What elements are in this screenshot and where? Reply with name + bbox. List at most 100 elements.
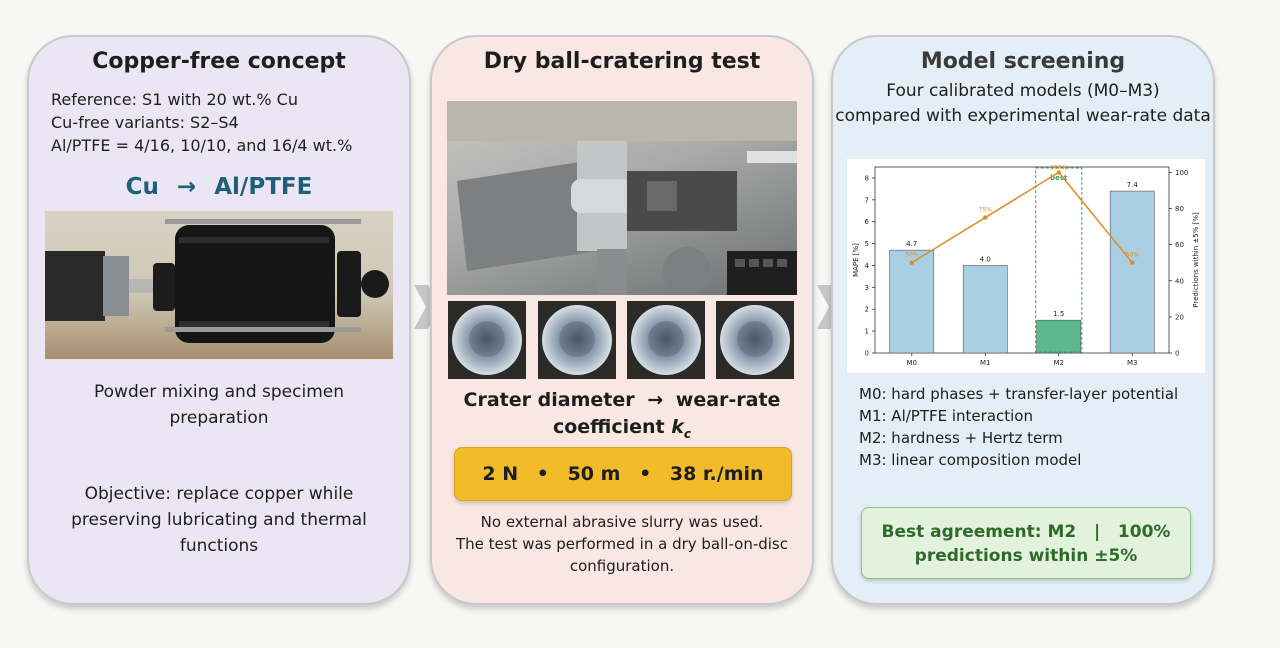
y-tick-label: 8 <box>865 174 869 182</box>
ball-cratering-panel: Dry ball-cratering test Crater diameter … <box>430 35 814 605</box>
best-line2: predictions within ±5% <box>914 546 1138 566</box>
bar-value-label: 1.5 <box>1053 310 1064 318</box>
crater-image-1 <box>448 301 526 379</box>
cu-label: Cu <box>125 174 159 200</box>
model-m3: M3: linear composition model <box>859 451 1082 469</box>
y-tick-label: 6 <box>865 218 870 226</box>
y-tick-label: 1 <box>865 328 869 336</box>
mixer-illustration <box>45 219 389 343</box>
distance-value: 50 m <box>567 463 621 485</box>
bar-m2 <box>1036 319 1082 354</box>
y2-tick-label: 20 <box>1175 313 1184 321</box>
best-line1: Best agreement: M2 | 100% <box>881 522 1171 542</box>
objective-text: Objective: replace copper while preservi… <box>29 481 409 559</box>
best-label: best <box>1050 174 1068 182</box>
predictions-label: 50% <box>905 252 919 259</box>
mixing-caption: Powder mixing and specimen preparation <box>29 379 409 431</box>
y-tick-label: 5 <box>865 240 869 248</box>
model-screening-panel: Model screening Four calibrated models (… <box>831 35 1215 605</box>
y-axis-label: MAPE [%] <box>852 243 860 277</box>
test-rig-photo <box>447 101 797 295</box>
y-tick-label: 3 <box>865 284 869 292</box>
x-tick-label: M1 <box>980 359 991 367</box>
result-heading: Crater diameter → wear-rate coefficient … <box>432 387 812 448</box>
alptfe-label: Al/PTFE <box>214 174 313 200</box>
predictions-label: 50% <box>1126 252 1140 259</box>
predictions-point <box>1056 170 1061 175</box>
bar-m0 <box>889 249 935 354</box>
y-tick-label: 0 <box>865 350 869 358</box>
y2-axis-label: Predictions within ±5% [%] <box>1192 212 1200 308</box>
note-line3: configuration. <box>569 557 675 575</box>
predictions-label: 100% <box>1050 164 1067 171</box>
plot-frame <box>874 166 1170 354</box>
crater-image-3 <box>627 301 705 379</box>
load-value: 2 N <box>482 463 519 485</box>
cu-replacement-heading: Cu → Al/PTFE <box>29 174 409 200</box>
predictions-point <box>1130 260 1135 265</box>
test-note: No external abrasive slurry was used. Th… <box>432 511 812 577</box>
predictions-label: 75% <box>979 207 993 214</box>
panel-title: Dry ball-cratering test <box>483 49 761 74</box>
test-rig-illustration <box>447 101 797 295</box>
arrow-icon: → <box>647 389 664 411</box>
panel-title: Copper-free concept <box>92 49 346 74</box>
y2-tick-label: 100 <box>1175 169 1188 177</box>
bullet-separator: • <box>536 463 549 485</box>
bar-m1 <box>962 265 1008 354</box>
x-tick-label: M3 <box>1127 359 1138 367</box>
crater-image-2 <box>538 301 616 379</box>
best-agreement-box: Best agreement: M2 | 100% predictions wi… <box>861 507 1191 579</box>
objective-line1: Objective: replace copper while <box>84 484 354 504</box>
bar-m3 <box>1109 190 1155 354</box>
y2-tick-label: 40 <box>1175 277 1184 285</box>
y2-tick-label: 60 <box>1175 241 1184 249</box>
copper-free-panel: Copper-free concept Reference: S1 with 2… <box>27 35 411 605</box>
objective-line3: functions <box>179 536 259 556</box>
result-line1: Crater diameter → wear-rate <box>432 387 812 414</box>
mixing-caption-line2: preparation <box>169 408 269 428</box>
variants-line: Cu-free variants: S2–S4 <box>51 113 239 132</box>
predictions-point <box>909 260 914 265</box>
predictions-point <box>983 215 988 220</box>
subtitle-line1: Four calibrated models (M0–M3) <box>886 81 1160 101</box>
ratios-line: Al/PTFE = 4/16, 10/10, and 16/4 wt.% <box>51 136 353 155</box>
crater-image-4 <box>716 301 794 379</box>
coefficient-label: coefficient <box>552 416 665 438</box>
screening-subtitle: Four calibrated models (M0–M3) compared … <box>833 79 1213 129</box>
mixing-caption-line1: Powder mixing and specimen <box>94 382 344 402</box>
objective-line2: preserving lubricating and thermal <box>71 510 367 530</box>
panel-title: Model screening <box>920 49 1126 74</box>
model-m0: M0: hard phases + transfer-layer potenti… <box>859 385 1179 403</box>
reference-line: Reference: S1 with 20 wt.% Cu <box>51 90 298 109</box>
model-list: M0: hard phases + transfer-layer potenti… <box>859 383 1178 471</box>
crater-diameter-label: Crater diameter <box>463 389 635 411</box>
bar-value-label: 4.0 <box>980 255 991 263</box>
y-tick-label: 2 <box>865 306 869 314</box>
k-symbol: k <box>671 416 684 438</box>
predictions-line <box>911 171 1133 264</box>
bullet-separator: • <box>639 463 652 485</box>
subtitle-line2: compared with experimental wear-rate dat… <box>835 106 1211 126</box>
note-line1: No external abrasive slurry was used. <box>480 513 764 531</box>
speed-value: 38 r./min <box>669 463 764 485</box>
k-subscript: c <box>683 426 692 441</box>
note-line2: The test was performed in a dry ball-on-… <box>455 535 788 553</box>
mixer-photo <box>45 211 393 359</box>
result-line2: coefficient kc <box>432 414 812 448</box>
model-m2: M2: hardness + Hertz term <box>859 429 1063 447</box>
bar-value-label: 7.4 <box>1127 181 1139 189</box>
bar-value-label: 4.7 <box>906 240 917 248</box>
x-tick-label: M0 <box>907 359 918 367</box>
y-tick-label: 7 <box>865 196 869 204</box>
y-tick-label: 4 <box>865 262 870 270</box>
y2-tick-label: 0 <box>1175 350 1179 358</box>
x-tick-label: M2 <box>1054 359 1065 367</box>
test-parameters-box: 2 N • 50 m • 38 r./min <box>454 447 792 501</box>
model-m1: M1: Al/PTFE interaction <box>859 407 1033 425</box>
wear-rate-label: wear-rate <box>675 389 781 411</box>
arrow-icon: → <box>176 174 197 200</box>
y2-tick-label: 80 <box>1175 205 1184 213</box>
